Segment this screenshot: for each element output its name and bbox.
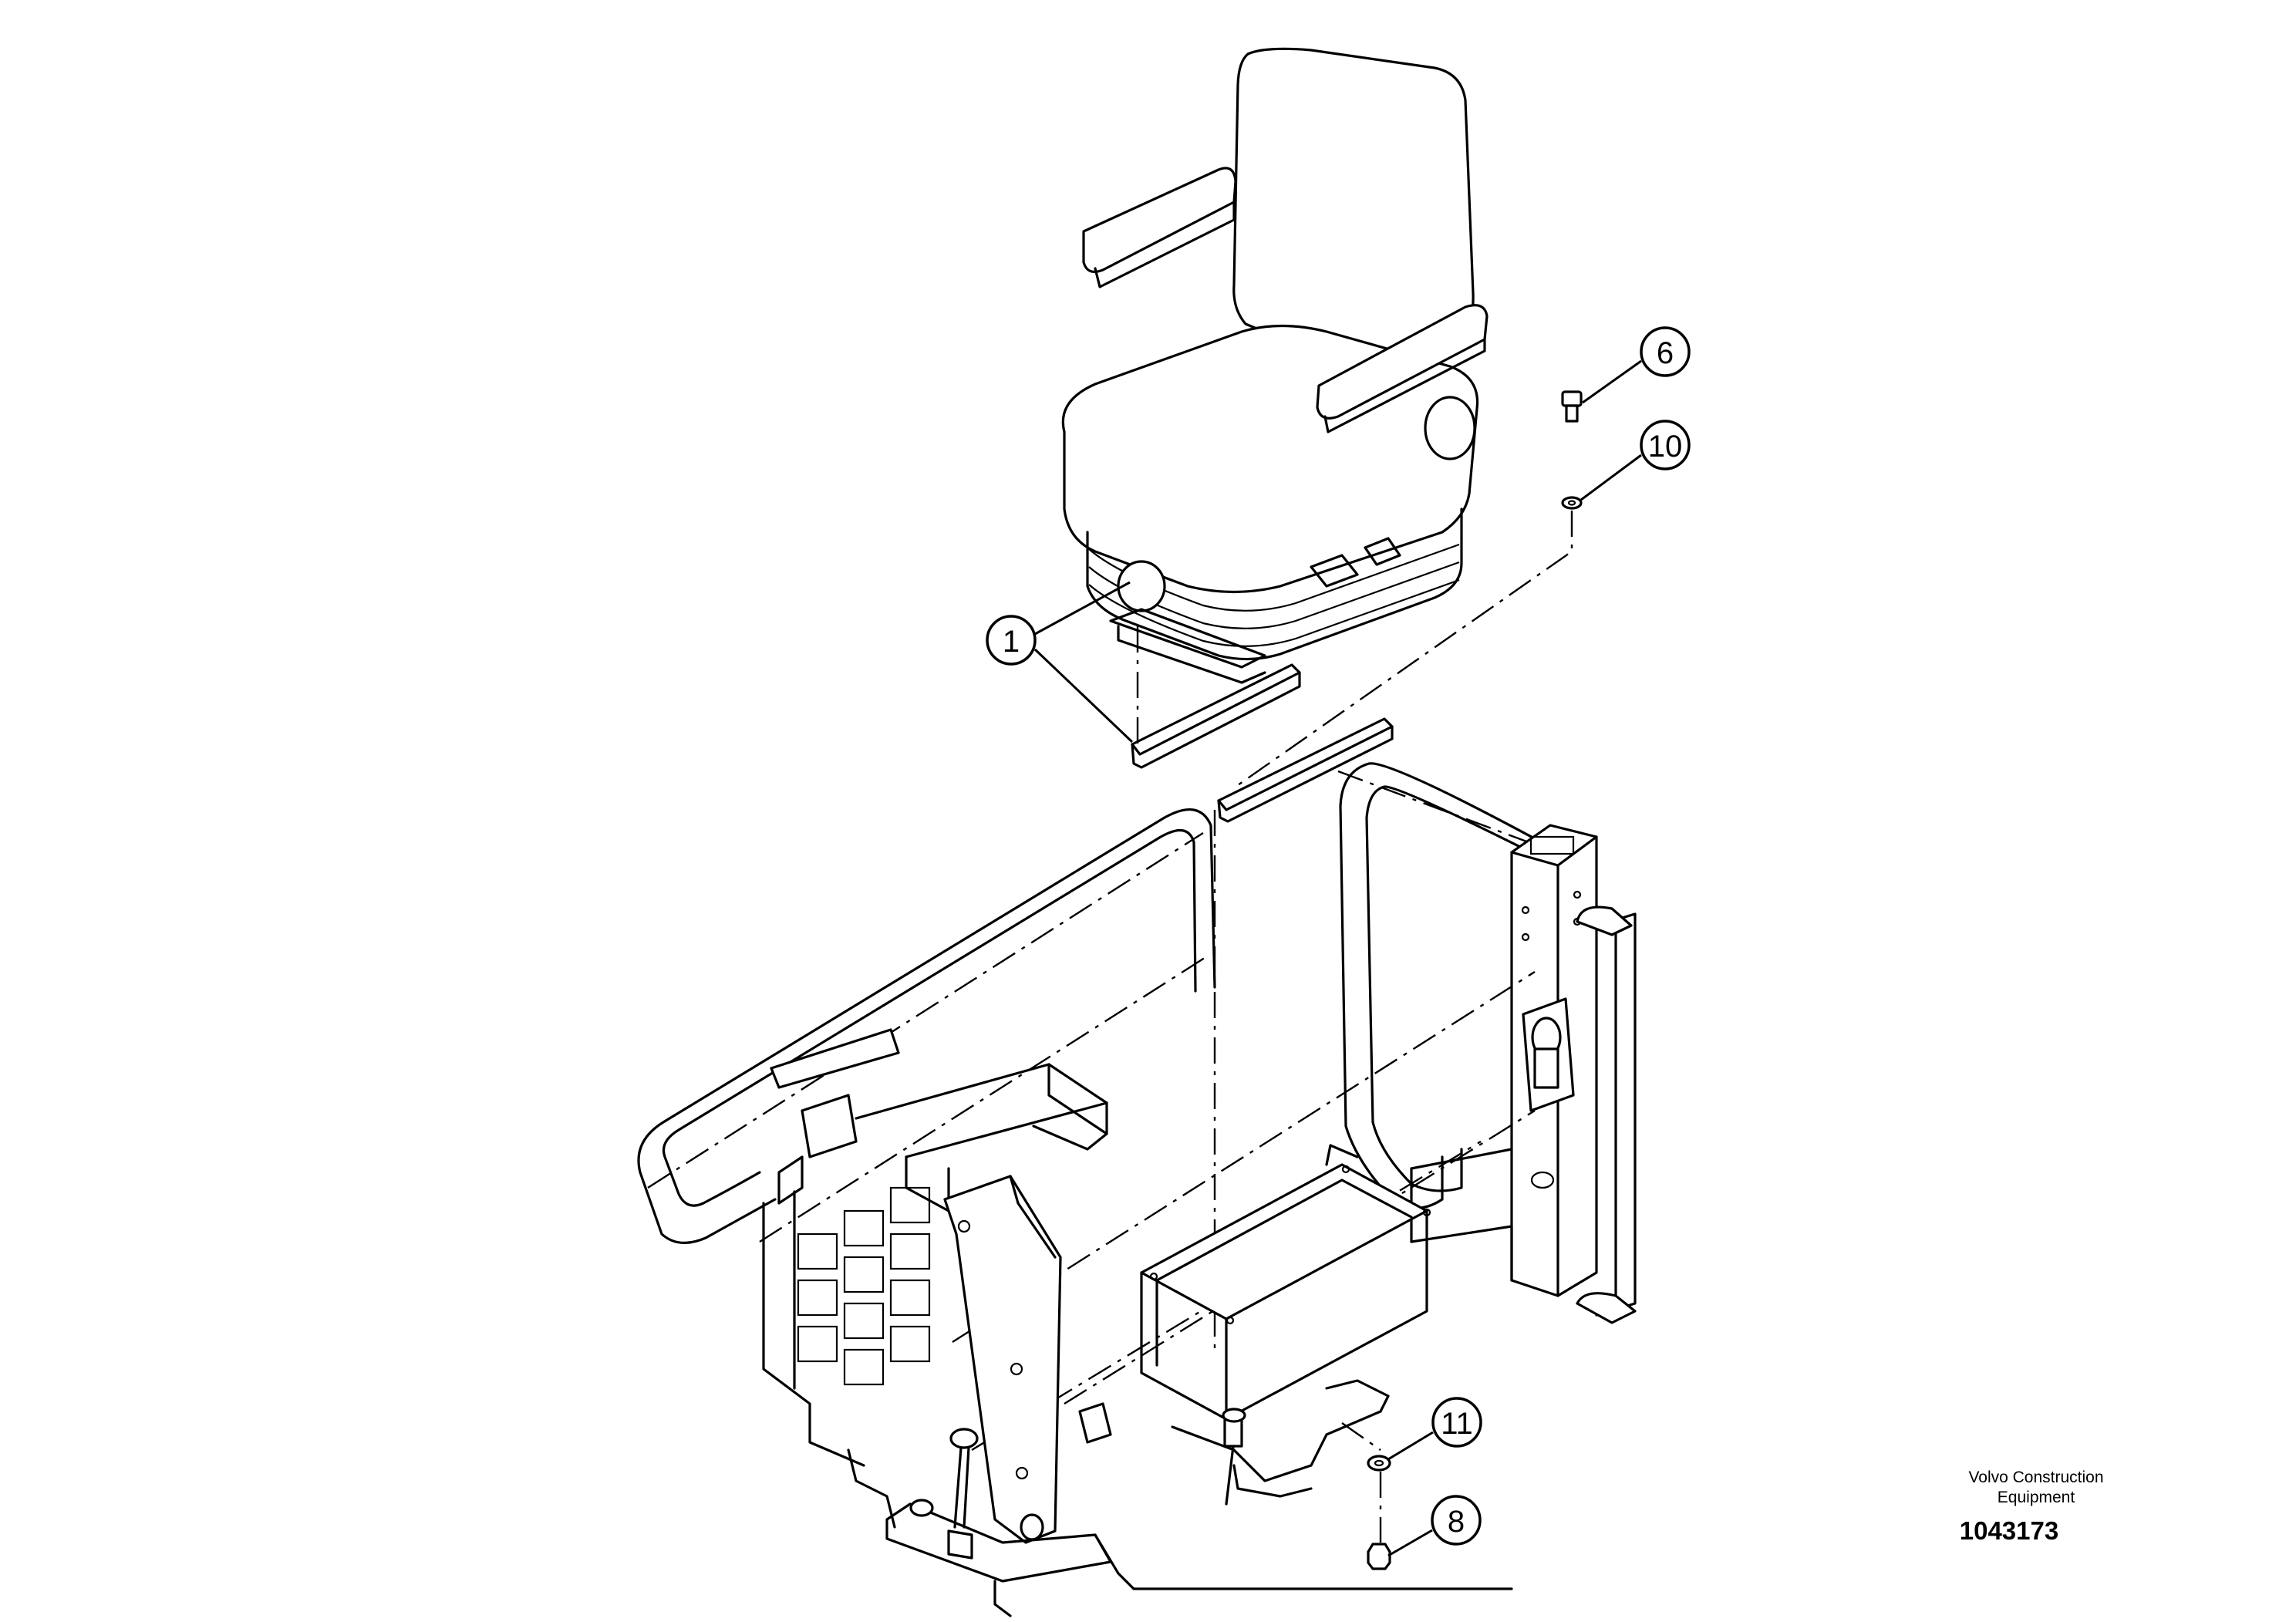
brand-name-line1: Volvo Construction bbox=[1968, 1469, 2104, 1486]
callout-label: 10 bbox=[1648, 430, 1683, 464]
callout-label: 1 bbox=[1003, 625, 1020, 659]
rear-pillar bbox=[1410, 824, 1637, 1324]
seat-rail-left bbox=[1131, 663, 1301, 769]
nut-item-8 bbox=[1367, 1543, 1391, 1570]
operator-seat bbox=[1061, 47, 1489, 684]
left-guard-rail bbox=[637, 808, 1216, 1245]
bolt-item-6 bbox=[1561, 390, 1583, 423]
callout-label: 11 bbox=[1441, 1407, 1473, 1441]
callout-item-6[interactable]: 6 bbox=[1582, 326, 1691, 404]
right-guard-rail bbox=[1339, 762, 1540, 1210]
callout-item-11[interactable]: 11 bbox=[1387, 1397, 1482, 1461]
callout-label: 6 bbox=[1657, 336, 1674, 370]
callout-label: 8 bbox=[1448, 1505, 1465, 1539]
left-side-panel bbox=[762, 1155, 931, 1467]
seat-rail-right bbox=[1217, 717, 1394, 823]
assembly-lines bbox=[647, 511, 1573, 1543]
callout-item-10[interactable]: 10 bbox=[1580, 420, 1691, 501]
washer-item-11 bbox=[1367, 1455, 1391, 1472]
washer-item-10 bbox=[1561, 496, 1583, 510]
steering-column-bracket bbox=[770, 1028, 1513, 1617]
brand-name-line2: Equipment bbox=[1997, 1489, 2075, 1506]
drawing-number: 1043173 bbox=[1959, 1516, 2059, 1545]
console-tray bbox=[1140, 1144, 1431, 1421]
callout-item-8[interactable]: 8 bbox=[1387, 1495, 1482, 1557]
callout-item-1[interactable]: 1 bbox=[986, 581, 1134, 744]
